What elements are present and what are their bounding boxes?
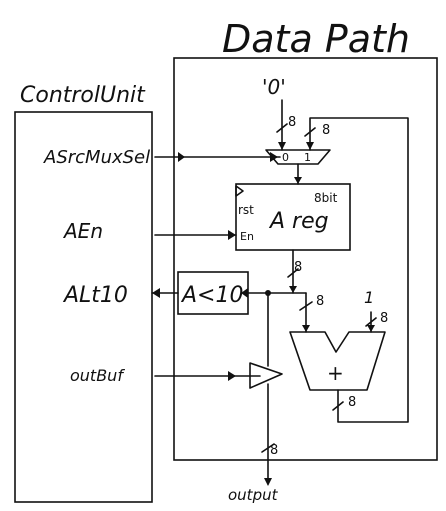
signal-outbuf: outBuf	[70, 366, 125, 385]
bus-width-label-4: 8	[316, 294, 324, 309]
clock-triangle	[235, 185, 244, 197]
areg-rst-label: rst	[238, 203, 254, 217]
mux-in1-label: 1	[304, 151, 311, 164]
bus-width-label-1: 8	[288, 115, 296, 130]
control-unit-block	[14, 111, 153, 503]
datapath-block	[173, 57, 438, 461]
bus-width-label-7: 8	[270, 443, 278, 458]
wires	[151, 99, 409, 485]
junction-dot	[265, 290, 271, 296]
output-label: output	[228, 486, 279, 504]
signal-asrcmuxsel: ASrcMuxSel	[43, 147, 150, 168]
const-zero-label: '0'	[262, 75, 286, 99]
arrowheads	[152, 142, 375, 486]
bus-slashes	[261, 123, 377, 453]
adder-const-label: 1	[364, 288, 374, 307]
signal-alt10: ALt10	[62, 283, 128, 308]
mux-in0-label: 0	[282, 151, 289, 164]
signal-aen: AEn	[62, 219, 103, 243]
adder-shape	[289, 331, 386, 391]
areg-label: A reg	[268, 209, 329, 234]
bus-width-label-2: 8	[322, 123, 330, 138]
bus-width-label-5: 8	[380, 311, 388, 326]
bus-width-label-3: 8	[294, 260, 302, 275]
control-unit-title: ControlUnit	[20, 83, 146, 108]
bus-width-label-6: 8	[348, 395, 356, 410]
wire-feedback	[309, 117, 409, 423]
comparator-label: A<10	[180, 283, 243, 308]
adder-label: +	[327, 361, 344, 385]
areg-width-label: 8bit	[314, 191, 338, 205]
areg-en-label: En	[240, 230, 254, 243]
datapath-title: Data Path	[222, 17, 410, 61]
